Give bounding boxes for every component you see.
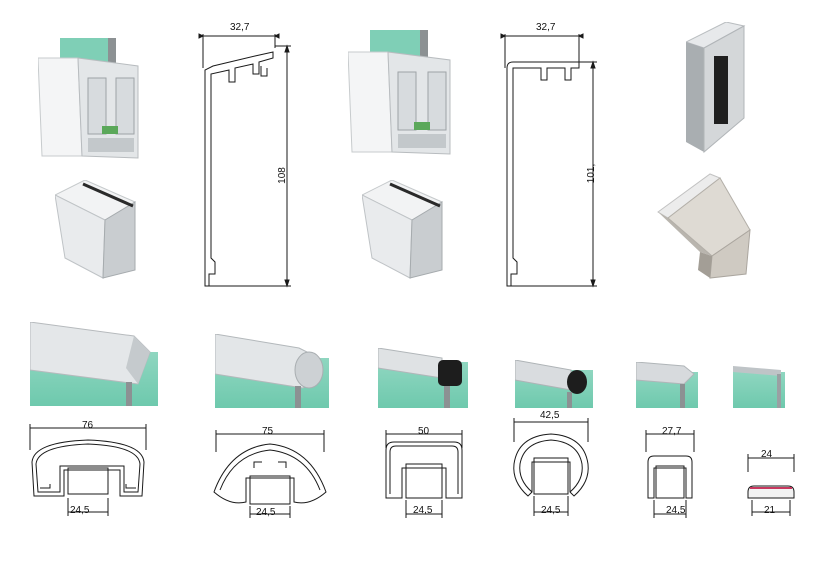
handrail-50-drawing	[385, 430, 463, 518]
profile-101-height-label: 101,	[586, 163, 598, 184]
handrail-76-width-label: 76	[82, 420, 94, 431]
handrail-50-inner-label: 24,5	[413, 505, 433, 516]
handrail-50-photo	[378, 348, 468, 408]
handrail-24-drawing	[747, 454, 795, 516]
handrail-42-inner-label: 24,5	[541, 505, 561, 516]
profile-101-drawing	[500, 33, 597, 288]
base-profile-photo-2	[348, 30, 460, 162]
cover-cap-photo-2	[362, 180, 447, 280]
handrail-24-inner-label: 21	[764, 505, 776, 516]
handrail-76-inner-label: 24,5	[70, 505, 90, 516]
handrail-75-inner-label: 24,5	[256, 507, 276, 518]
handrail-75-drawing	[213, 430, 327, 518]
profile-108-height-label: 108	[276, 167, 288, 184]
cover-cap-photo-1	[55, 180, 140, 280]
handrail-42-photo	[515, 360, 593, 408]
base-profile-photo-1	[38, 38, 150, 166]
handrail-27-photo	[636, 362, 698, 408]
handrail-27-inner-label: 24,5	[666, 505, 686, 516]
end-cap-photo	[686, 22, 748, 154]
profile-108-drawing	[198, 33, 291, 288]
handrail-75-width-label: 75	[262, 426, 274, 437]
handrail-76-photo	[30, 322, 158, 406]
profile-108-width-label: 32,7	[230, 22, 250, 33]
handrail-50-width-label: 50	[418, 426, 430, 437]
handrail-27-drawing	[645, 430, 695, 518]
handrail-24-width-label: 24	[761, 449, 773, 460]
handrail-76-drawing	[29, 424, 147, 516]
handrail-24-photo	[733, 366, 785, 408]
handrail-75-photo	[215, 334, 329, 408]
handrail-42-drawing	[513, 418, 589, 516]
handrail-42-width-label: 42,5	[540, 410, 560, 421]
handrail-27-width-label: 27,7	[662, 426, 682, 437]
profile-101-width-label: 32,7	[536, 22, 556, 33]
corner-connector-photo	[650, 170, 760, 282]
